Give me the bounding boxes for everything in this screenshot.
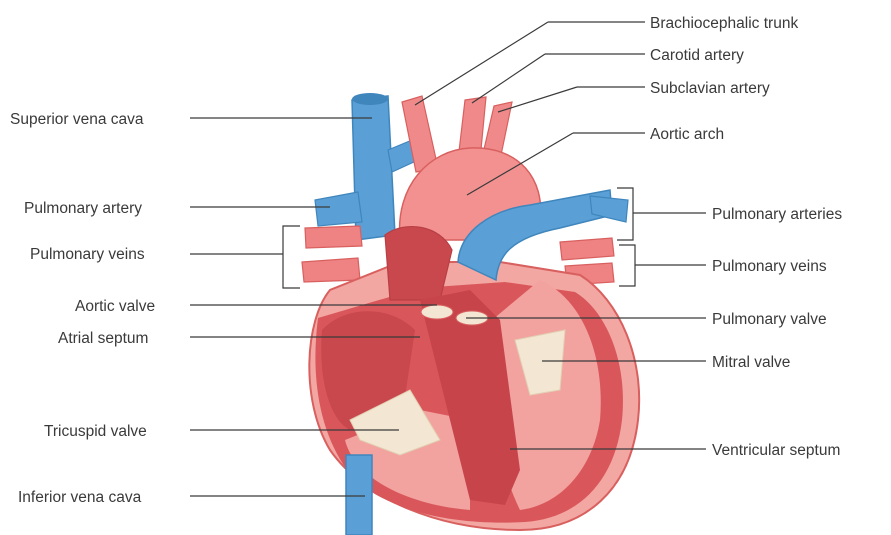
leader-brachiocephalic-trunk [415,22,548,105]
pulmonary-veins-right-bracket [619,245,635,286]
label-pulmonary-veins-right: Pulmonary veins [712,258,827,275]
label-ventricular-septum: Ventricular septum [712,442,840,459]
label-mitral-valve: Mitral valve [712,354,790,371]
label-pulmonary-artery: Pulmonary artery [24,200,142,217]
label-superior-vena-cava: Superior vena cava [10,111,144,128]
label-carotid-artery: Carotid artery [650,47,744,64]
pulmonary-artery-vessel [315,192,362,226]
label-inferior-vena-cava: Inferior vena cava [18,489,142,506]
label-pulmonary-veins-left: Pulmonary veins [30,246,145,263]
label-tricuspid-valve: Tricuspid valve [44,423,147,440]
label-pulmonary-arteries: Pulmonary arteries [712,206,842,223]
label-brachiocephalic-trunk: Brachiocephalic trunk [650,15,798,32]
label-subclavian-artery: Subclavian artery [650,80,770,97]
leader-carotid-artery [472,54,545,103]
left-atrium-chamber [385,227,452,300]
label-pulmonary-valve: Pulmonary valve [712,311,827,328]
leader-subclavian-artery [498,87,577,112]
pulmonary-veins-left-bracket [283,226,300,288]
label-aortic-valve: Aortic valve [75,298,155,315]
label-atrial-septum: Atrial septum [58,330,148,347]
inferior-vena-cava-vessel [346,455,372,535]
label-aortic-arch: Aortic arch [650,126,724,143]
aortic-valve-ring [421,305,453,319]
left-pulmonary-veins [302,226,362,282]
